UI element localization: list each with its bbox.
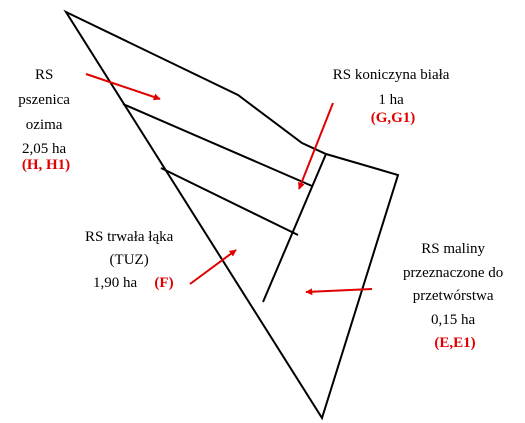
field-outline xyxy=(63,9,400,421)
arrow-koniczyna xyxy=(298,102,334,190)
laka-code: (F) xyxy=(154,275,173,291)
arrow-laka xyxy=(189,249,237,285)
pszenica-line-2: pszenica xyxy=(18,92,70,108)
arrow-pszenica xyxy=(85,73,161,101)
maliny-code: (E,E1) xyxy=(434,335,475,351)
arrows xyxy=(85,73,373,296)
divider-pszenica xyxy=(122,103,313,187)
maliny-line-3: przetwórstwa xyxy=(413,288,494,304)
laka-line-1: RS trwała łąka xyxy=(85,229,174,245)
koniczyna-code: (G,G1) xyxy=(371,110,416,126)
arrow-maliny xyxy=(305,288,373,296)
label-koniczyna: RS koniczyna biała 1 ha (G,G1) xyxy=(333,67,453,126)
pszenica-line-3: ozima xyxy=(26,117,63,133)
laka-line-2: (TUZ) xyxy=(110,252,149,268)
divider-maliny xyxy=(262,153,327,303)
maliny-line-4: 0,15 ha xyxy=(431,312,476,328)
maliny-line-1: RS maliny xyxy=(421,241,485,257)
koniczyna-line-2: 1 ha xyxy=(378,92,404,108)
pszenica-line-1: RS xyxy=(35,67,53,83)
maliny-line-2: przeznaczone do xyxy=(403,265,503,281)
label-pszenica: RS pszenica ozima 2,05 ha (H, H1) xyxy=(18,67,73,173)
divider-laka-top xyxy=(160,167,299,236)
label-maliny: RS maliny przeznaczone do przetwórstwa 0… xyxy=(403,241,507,351)
label-laka: RS trwała łąka (TUZ) 1,90 ha (F) xyxy=(85,229,177,291)
pszenica-code: (H, H1) xyxy=(22,157,70,173)
koniczyna-line-1: RS koniczyna biała xyxy=(333,67,450,83)
pszenica-line-4: 2,05 ha xyxy=(22,141,67,157)
laka-line-3: 1,90 ha xyxy=(93,275,138,291)
